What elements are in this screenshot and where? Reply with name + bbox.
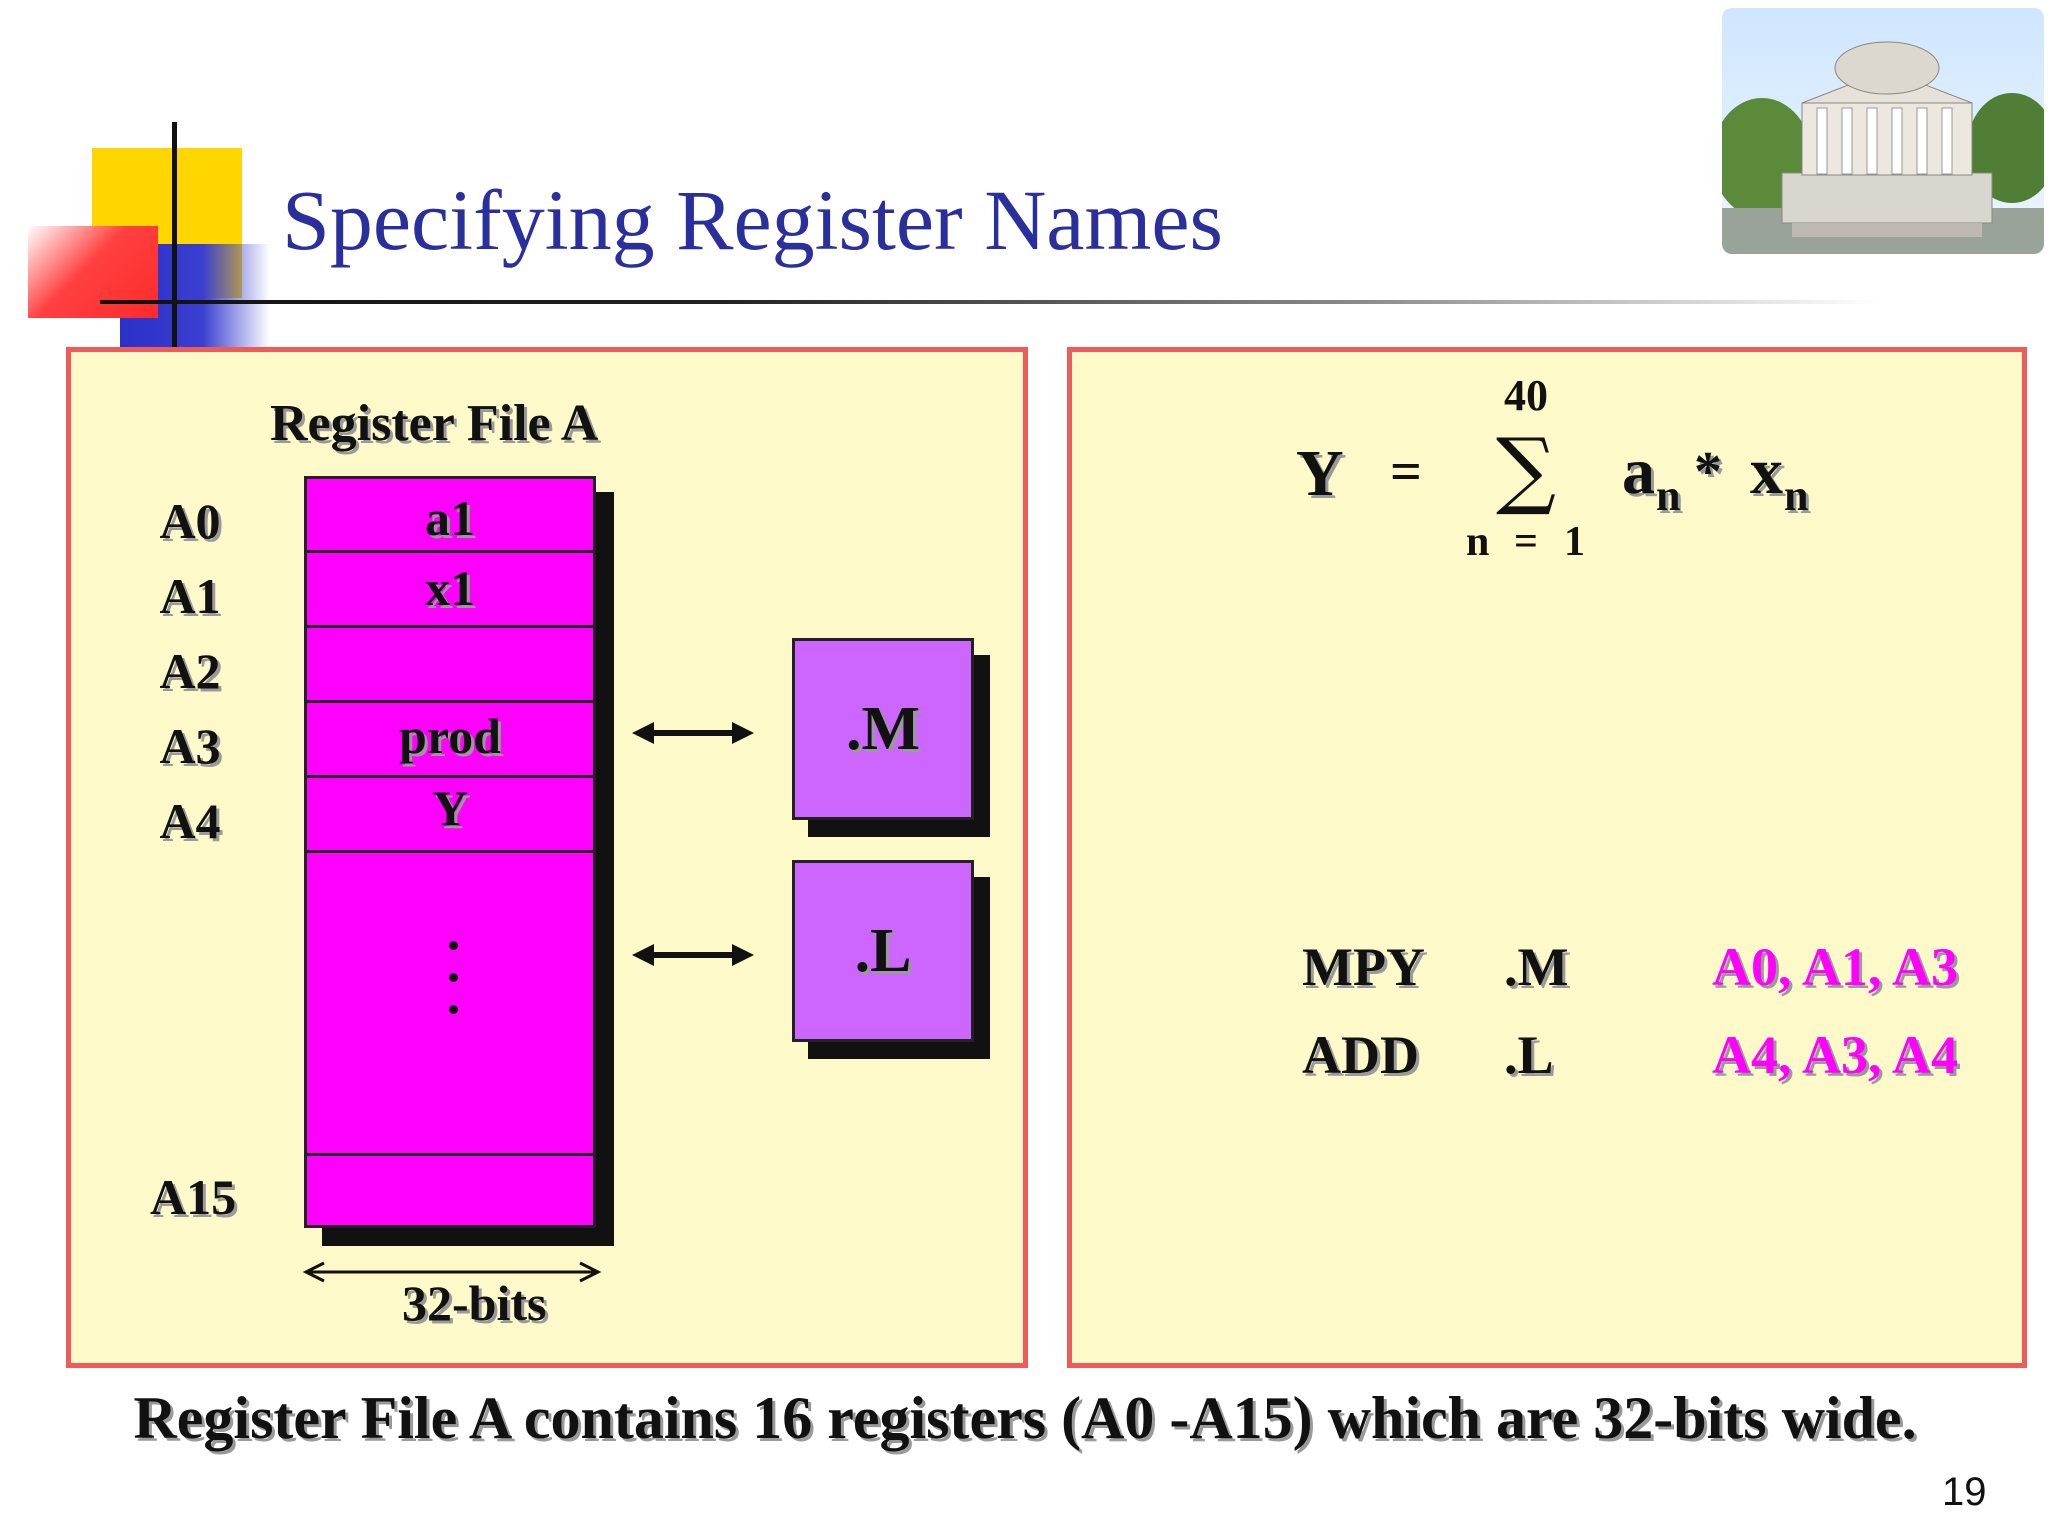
page-number: 19 xyxy=(1942,1470,1987,1514)
double-arrow-l xyxy=(632,940,754,975)
register-value-a1: x1 xyxy=(425,560,475,616)
code-panel xyxy=(1067,347,2027,1368)
register-value-a0: a1 xyxy=(425,490,475,546)
register-file-block: a1 x1 prod Y xyxy=(304,476,596,1228)
instruction-op-1: MPY xyxy=(1302,937,1425,997)
register-name-a2: A2 xyxy=(159,643,221,699)
register-name-a15: A15 xyxy=(150,1169,237,1225)
decor-vertical-line xyxy=(172,122,177,354)
decor-red-square xyxy=(28,226,158,318)
register-name-a1: A1 xyxy=(159,568,221,624)
register-divider xyxy=(307,850,593,853)
instruction-unit-2: .L xyxy=(1504,1025,1554,1085)
ellipsis-dot xyxy=(449,1005,458,1014)
sum-symbol: ∑ xyxy=(1496,420,1556,518)
register-divider xyxy=(307,625,593,628)
equation-equals: = xyxy=(1390,441,1422,503)
register-name-a3: A3 xyxy=(159,718,221,774)
double-arrow-m xyxy=(632,718,754,753)
ellipsis-dot xyxy=(449,973,458,982)
building-photo xyxy=(1722,8,2044,254)
ellipsis-dot xyxy=(449,941,458,950)
unit-m-block: .M xyxy=(792,638,974,820)
register-divider xyxy=(307,775,593,778)
term-x: x xyxy=(1750,435,1783,508)
width-arrow xyxy=(300,1258,604,1293)
instruction-op-2: ADD xyxy=(1302,1025,1419,1085)
title-underline xyxy=(100,300,1880,304)
register-value-a3: prod xyxy=(399,708,501,764)
unit-m-label: .M xyxy=(845,694,921,763)
unit-l-label: .L xyxy=(854,916,912,985)
register-name-a4: A4 xyxy=(159,793,221,849)
instruction-operands-1: A0, A1, A3 xyxy=(1712,937,1959,997)
instruction-unit-1: .M xyxy=(1504,937,1569,997)
sum-lower-equals: = xyxy=(1514,519,1538,565)
slide-title: Specifying Register Names xyxy=(282,172,1224,268)
width-label: 32-bits xyxy=(402,1275,547,1331)
unit-l-block: .L xyxy=(792,860,974,1042)
term-a-subscript: n xyxy=(1656,471,1681,520)
sum-lower-var: n xyxy=(1466,519,1490,565)
equation-lhs: Y xyxy=(1296,437,1344,510)
register-value-a4: Y xyxy=(431,780,469,836)
instruction-operands-2: A4, A3, A4 xyxy=(1712,1025,1959,1085)
register-divider xyxy=(307,700,593,703)
register-name-a0: A0 xyxy=(159,493,221,549)
register-file-title: Register File A xyxy=(270,395,599,452)
sum-lower-value: 1 xyxy=(1564,519,1585,565)
register-divider xyxy=(307,550,593,553)
register-divider xyxy=(307,1153,593,1156)
times-symbol: * xyxy=(1694,441,1722,503)
term-a: a xyxy=(1622,435,1655,508)
sum-upper-limit: 40 xyxy=(1504,371,1548,420)
term-x-subscript: n xyxy=(1784,471,1809,520)
slide-caption: Register File A contains 16 registers (A… xyxy=(133,1385,1917,1451)
